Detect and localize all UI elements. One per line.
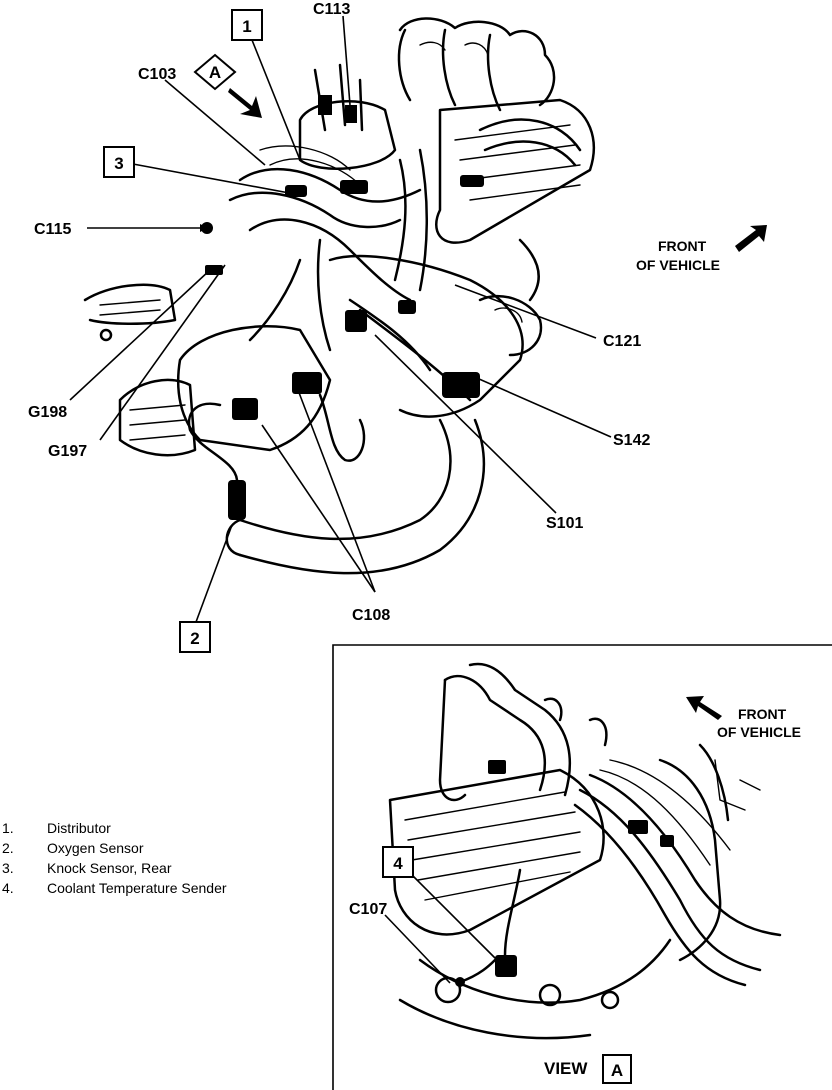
legend-label-3: Knock Sensor, Rear — [47, 860, 172, 876]
svg-text:2: 2 — [190, 629, 199, 648]
inset-illustration — [388, 662, 782, 1040]
legend: 1. Distributor 2. Oxygen Sensor 3. Knock… — [2, 820, 227, 896]
view-a-marker: A — [193, 53, 262, 118]
number-box-3: 3 — [103, 146, 135, 178]
svg-text:OF VEHICLE: OF VEHICLE — [717, 724, 801, 740]
label-c108: C108 — [352, 607, 390, 624]
label-c107: C107 — [349, 901, 387, 918]
svg-text:1: 1 — [242, 17, 251, 36]
number-box-2: 2 — [179, 621, 211, 653]
number-box-1: 1 — [231, 9, 263, 41]
label-g197: G197 — [48, 443, 87, 460]
label-c115: C115 — [34, 221, 71, 238]
legend-num-4: 4. — [2, 880, 14, 896]
label-s142: S142 — [613, 432, 650, 449]
view-a-caption: VIEW A — [544, 1054, 632, 1084]
main-leader-lines — [69, 15, 612, 623]
front-of-vehicle-inset: FRONT OF VEHICLE — [686, 696, 801, 740]
svg-text:A: A — [209, 63, 221, 82]
svg-text:4: 4 — [393, 854, 403, 873]
engine-illustration — [83, 17, 595, 575]
label-g198: G198 — [28, 404, 67, 421]
legend-label-4: Coolant Temperature Sender — [47, 880, 227, 896]
svg-text:FRONT: FRONT — [658, 238, 707, 254]
legend-num-3: 3. — [2, 860, 14, 876]
label-c103: C103 — [138, 66, 176, 83]
label-c121: C121 — [603, 333, 641, 350]
label-s101: S101 — [546, 515, 583, 532]
front-inset-arrow-icon — [686, 696, 722, 720]
svg-text:A: A — [611, 1061, 623, 1080]
legend-num-1: 1. — [2, 820, 14, 836]
legend-label-1: Distributor — [47, 820, 111, 836]
front-of-vehicle-main: FRONT OF VEHICLE — [636, 225, 767, 273]
svg-text:FRONT: FRONT — [738, 706, 787, 722]
number-box-4: 4 — [382, 846, 414, 878]
inset-view-a: 4 C107 FRONT OF VEHICLE VIEW A — [332, 644, 832, 1090]
svg-text:VIEW: VIEW — [544, 1059, 588, 1078]
view-a-arrow-icon — [228, 88, 262, 118]
legend-num-2: 2. — [2, 840, 14, 856]
main-callout-labels: C113 C103 C115 C121 G198 G197 S142 S101 … — [28, 1, 650, 624]
label-c113: C113 — [313, 1, 350, 18]
svg-text:OF VEHICLE: OF VEHICLE — [636, 257, 720, 273]
svg-text:3: 3 — [114, 154, 123, 173]
front-arrow-icon — [735, 225, 767, 252]
legend-label-2: Oxygen Sensor — [47, 840, 144, 856]
